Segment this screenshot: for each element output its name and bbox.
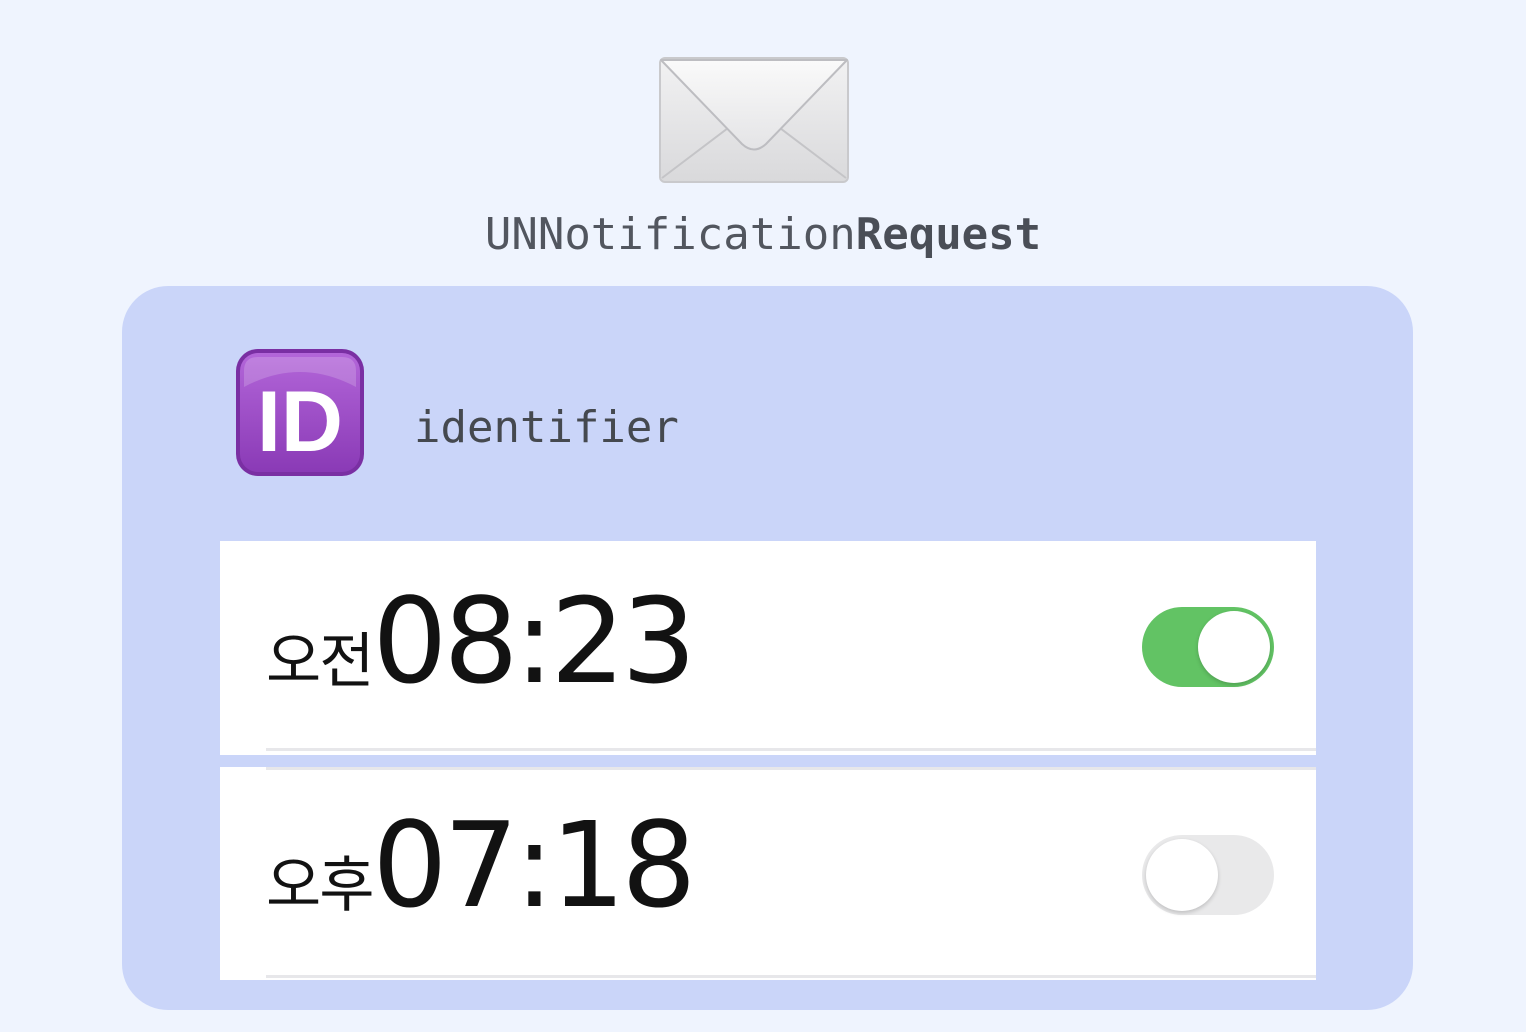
- alarm-period: 오전: [266, 627, 374, 697]
- row-divider: [266, 975, 1316, 978]
- alarm-row: 오후 07:18: [220, 767, 1316, 980]
- title-bold: Request: [855, 209, 1042, 260]
- row-divider: [266, 767, 1316, 770]
- alarm-toggle-off[interactable]: [1142, 835, 1274, 915]
- alarm-toggle-on[interactable]: [1142, 607, 1274, 687]
- envelope-icon: [659, 57, 849, 183]
- title-prefix: UNNotification: [484, 209, 856, 260]
- id-badge-icon: ID: [236, 349, 364, 476]
- id-badge-text: ID: [257, 374, 343, 470]
- alarm-row: 오전 08:23: [220, 541, 1316, 755]
- identifier-label: identifier: [414, 402, 679, 453]
- alarm-period: 오후: [266, 851, 374, 921]
- alarm-time: 오후 07:18: [266, 796, 696, 946]
- alarm-clock: 07:18: [372, 796, 696, 934]
- diagram-title: UNNotificationRequest: [0, 207, 1526, 263]
- toggle-knob: [1146, 839, 1218, 911]
- alarm-clock: 08:23: [372, 572, 696, 710]
- row-divider: [266, 748, 1316, 751]
- toggle-knob: [1198, 611, 1270, 683]
- alarm-time: 오전 08:23: [266, 572, 696, 722]
